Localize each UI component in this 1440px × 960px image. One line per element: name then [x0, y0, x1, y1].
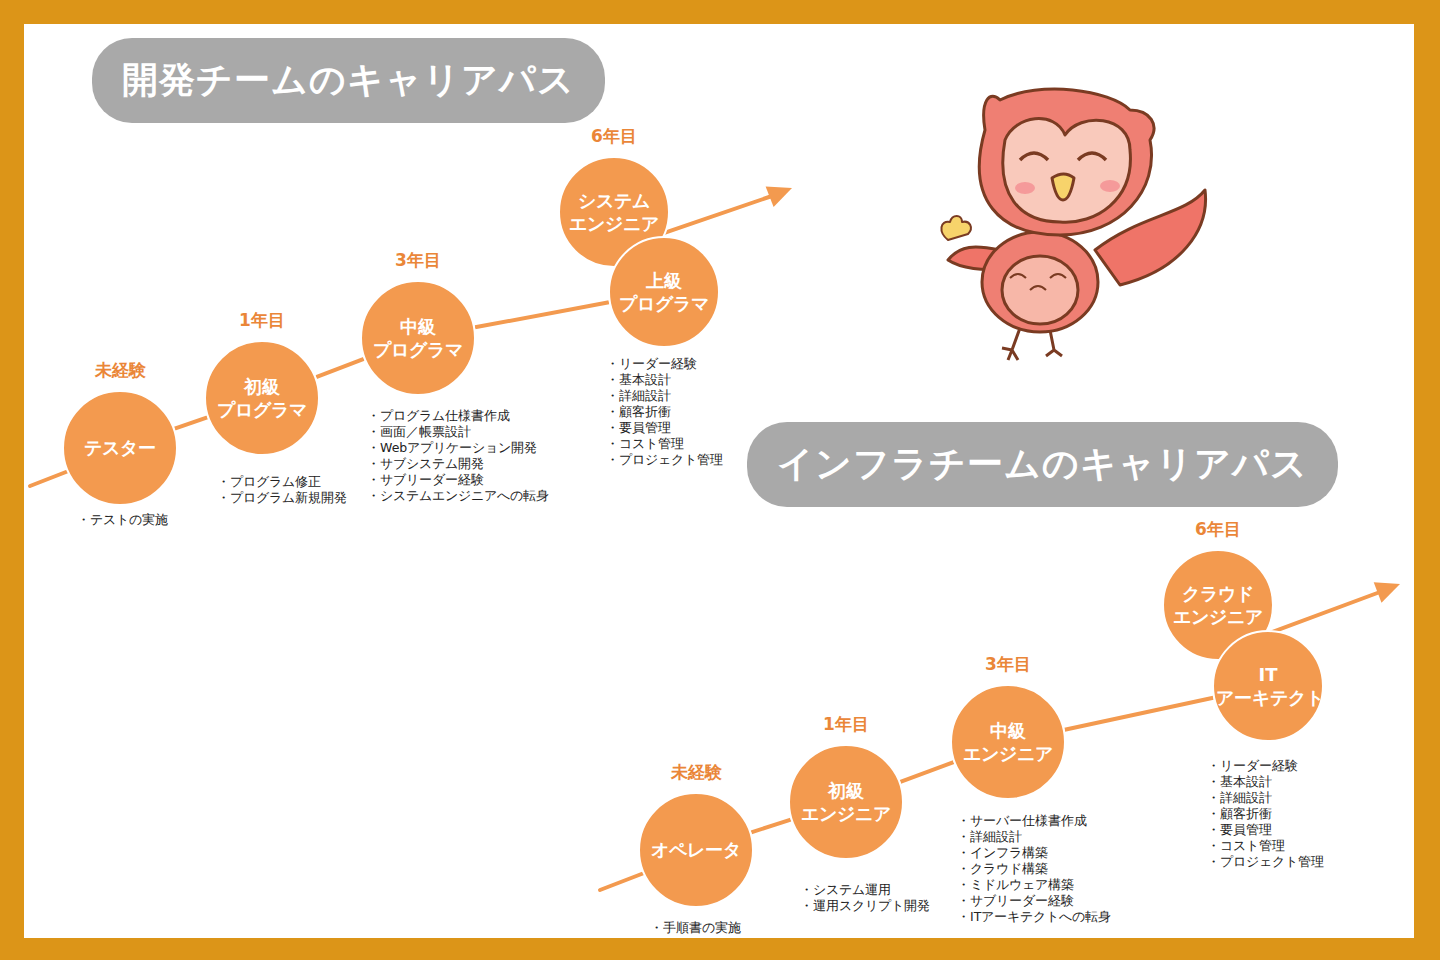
role-name: 初級 エンジニア	[794, 779, 898, 826]
stage-year: 6年目	[1134, 518, 1302, 541]
skill-list: ・手順書の実施	[650, 920, 741, 936]
stage-year: 6年目	[530, 125, 698, 148]
career-connector	[1065, 698, 1214, 730]
skill-item: ・プログラム修正	[217, 474, 347, 490]
skill-item: ・画面／帳票設計	[367, 424, 549, 440]
skill-item: ・基本設計	[1207, 774, 1324, 790]
career-connector	[900, 762, 953, 782]
skill-item: ・コスト管理	[1207, 838, 1324, 854]
role-name: 上級 プログラマ	[612, 269, 716, 316]
skill-item: ・プログラム新規開発	[217, 490, 347, 506]
role-name: テスター	[68, 436, 172, 459]
skill-item: ・リーダー経験	[1207, 758, 1324, 774]
skill-item: ・プログラム仕様書作成	[367, 408, 549, 424]
skill-item: ・運用スクリプト開発	[800, 898, 930, 914]
skill-item: ・ITアーキテクトへの転身	[957, 909, 1111, 925]
role-name: オペレータ	[644, 838, 748, 861]
skill-item: ・システムエンジニアへの転身	[367, 488, 549, 504]
skill-item: ・詳細設計	[606, 388, 723, 404]
skill-item: ・手順書の実施	[650, 920, 741, 936]
stage-year: 未経験	[34, 359, 206, 382]
section-heading: インフラチームのキャリアパス	[747, 422, 1338, 507]
heading-text: インフラチームのキャリアパス	[777, 443, 1308, 484]
skill-item: ・要員管理	[1207, 822, 1324, 838]
skill-item: ・クラウド構築	[957, 861, 1111, 877]
skill-item: ・システム運用	[800, 882, 930, 898]
skill-item: ・ミドルウェア構築	[957, 877, 1111, 893]
skill-item: ・サブリーダー経験	[957, 893, 1111, 909]
skill-item: ・テストの実施	[77, 512, 168, 528]
career-connector	[751, 820, 791, 833]
stage-year: 3年目	[332, 249, 504, 272]
stage-circle: IT アーキテクト・リーダー経験・基本設計・詳細設計・顧客折衝・要員管理・コスト…	[1212, 630, 1324, 742]
skill-item: ・プロジェクト管理	[1207, 854, 1324, 870]
heading-text: 開発チームのキャリアパス	[122, 59, 575, 100]
stage-year: 3年目	[922, 653, 1094, 676]
skill-item: ・コスト管理	[606, 436, 723, 452]
role-name: 初級 プログラマ	[210, 375, 314, 422]
skill-list: ・システム運用・運用スクリプト開発	[800, 882, 930, 914]
skill-item: ・顧客折衝	[1207, 806, 1324, 822]
role-name: システム エンジニア	[562, 189, 666, 236]
career-connector	[475, 302, 609, 327]
skill-list: ・リーダー経験・基本設計・詳細設計・顧客折衝・要員管理・コスト管理・プロジェクト…	[1207, 758, 1324, 870]
arrow-head	[1374, 582, 1400, 603]
stage-circle: 未経験テスター・テストの実施	[62, 390, 178, 506]
career-connector	[316, 359, 364, 377]
section-heading: 開発チームのキャリアパス	[92, 38, 605, 123]
stage-circle: 3年目中級 プログラマ・プログラム仕様書作成・画面／帳票設計・Webアプリケーシ…	[360, 280, 476, 396]
skill-item: ・要員管理	[606, 420, 723, 436]
skill-item: ・インフラ構築	[957, 845, 1111, 861]
skill-list: ・サーバー仕様書作成・詳細設計・インフラ構築・クラウド構築・ミドルウェア構築・サ…	[957, 813, 1111, 925]
owl-mascot	[941, 89, 1205, 360]
career-connector	[175, 417, 208, 428]
stage-circle: 上級 プログラマ・リーダー経験・基本設計・詳細設計・顧客折衝・要員管理・コスト管…	[608, 236, 720, 348]
skill-item: ・サブシステム開発	[367, 456, 549, 472]
skill-item: ・Webアプリケーション開発	[367, 440, 549, 456]
role-name: クラウド エンジニア	[1166, 582, 1270, 629]
role-name: IT アーキテクト	[1216, 663, 1320, 710]
skill-item: ・プロジェクト管理	[606, 452, 723, 468]
skill-item: ・サブリーダー経験	[367, 472, 549, 488]
skill-list: ・プログラム仕様書作成・画面／帳票設計・Webアプリケーション開発・サブシステム…	[367, 408, 549, 504]
role-name: 中級 エンジニア	[956, 719, 1060, 766]
skill-item: ・詳細設計	[957, 829, 1111, 845]
stage-circle: 1年目初級 エンジニア・システム運用・運用スクリプト開発	[788, 744, 904, 860]
skill-item: ・サーバー仕様書作成	[957, 813, 1111, 829]
skill-item: ・基本設計	[606, 372, 723, 388]
arrow-head	[766, 187, 792, 207]
stage-year: 1年目	[176, 309, 348, 332]
skill-list: ・テストの実施	[77, 512, 168, 528]
role-name: 中級 プログラマ	[366, 315, 470, 362]
stage-year: 1年目	[760, 713, 932, 736]
skill-list: ・リーダー経験・基本設計・詳細設計・顧客折衝・要員管理・コスト管理・プロジェクト…	[606, 356, 723, 468]
stage-circle: 1年目初級 プログラマ・プログラム修正・プログラム新規開発	[204, 340, 320, 456]
stage-year: 未経験	[610, 761, 782, 784]
skill-item: ・リーダー経験	[606, 356, 723, 372]
stage-circle: 未経験オペレータ・手順書の実施	[638, 792, 754, 908]
skill-item: ・詳細設計	[1207, 790, 1324, 806]
stage-circle: 3年目中級 エンジニア・サーバー仕様書作成・詳細設計・インフラ構築・クラウド構築…	[950, 684, 1066, 800]
skill-item: ・顧客折衝	[606, 404, 723, 420]
skill-list: ・プログラム修正・プログラム新規開発	[217, 474, 347, 506]
